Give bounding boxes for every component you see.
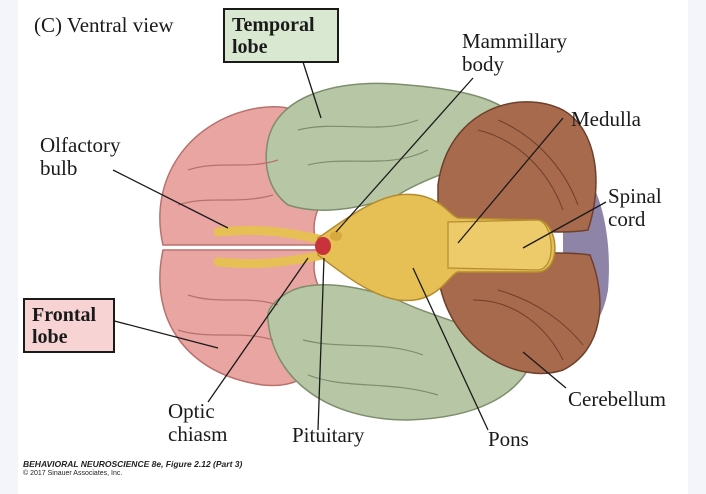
spinal-cord [447,219,552,271]
pituitary-shape [315,237,331,255]
olfactory-tract-lower [213,250,328,269]
credit-line-2: © 2017 Sinauer Associates, Inc. [23,470,123,477]
leader-lines [102,61,607,431]
view-label: (C) Ventral view [34,13,174,37]
olfactory-tract-upper [213,225,328,245]
cerebellum-label: Cerebellum [568,387,666,411]
mammillary-shape [330,231,342,241]
medulla-label: Medulla [571,107,641,131]
pituitary-label: Pituitary [292,423,365,447]
credit-line-1: BEHAVIORAL NEUROSCIENCE 8e, Figure 2.12 … [23,459,243,469]
brain-illustration [102,61,609,431]
cerebellum-folia [472,119,584,361]
temporal-gyri [297,119,439,396]
frontal-gyri [177,159,279,341]
figure-credit: BEHAVIORAL NEUROSCIENCE 8e, Figure 2.12 … [23,459,242,478]
pons-label: Pons [488,427,529,451]
